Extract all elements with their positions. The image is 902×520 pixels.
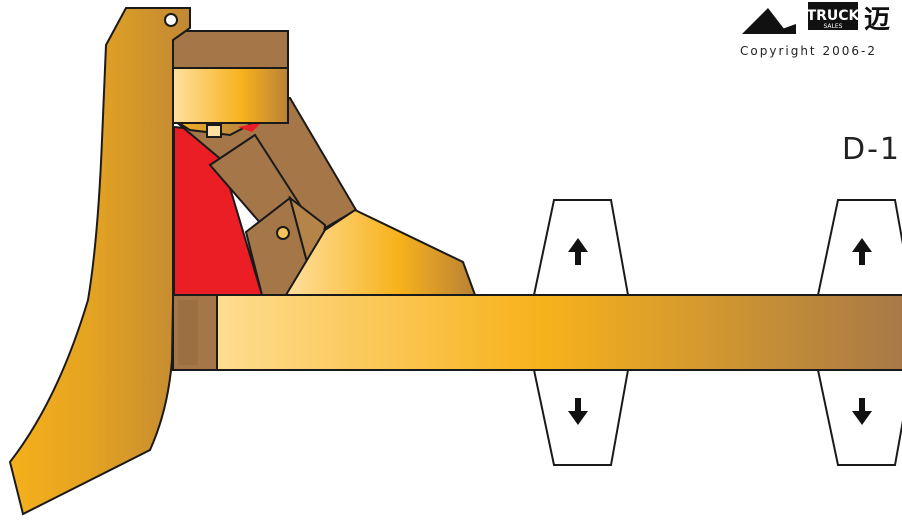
ripper-shank (8, 7, 191, 516)
copyright-text: Copyright 2006-2 (740, 44, 877, 58)
ripper-beam (172, 294, 902, 371)
lower-button-right[interactable] (816, 369, 902, 466)
shank-hitch-hole (164, 13, 178, 27)
brand-logo-text: TRUCK (807, 8, 861, 24)
raise-button-left[interactable] (532, 199, 630, 296)
up-arrow-icon (852, 238, 872, 265)
brand-logo-subtext: SALES (824, 23, 843, 30)
ripper-lower-wedge (284, 208, 477, 296)
ripper-top-block (172, 30, 289, 124)
down-arrow-icon (852, 398, 872, 425)
model-label: D-1 (842, 132, 902, 167)
lower-button-left[interactable] (532, 369, 630, 466)
brand-logo-mark: TRUCK SALES 迈 (742, 2, 890, 35)
brand-logo: TRUCK SALES 迈 (742, 0, 902, 64)
raise-button-right[interactable] (816, 199, 902, 296)
pivot-pin-1 (276, 226, 290, 240)
down-arrow-icon (568, 398, 588, 425)
up-arrow-icon (568, 238, 588, 265)
brand-logo-cjk: 迈 (864, 5, 890, 35)
